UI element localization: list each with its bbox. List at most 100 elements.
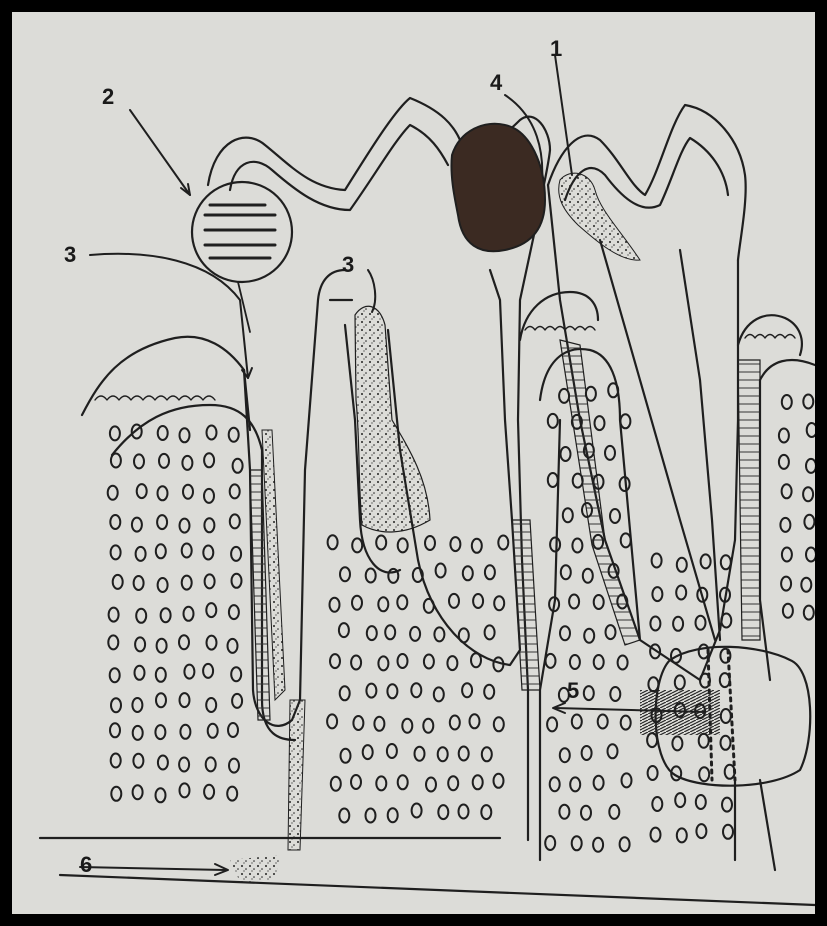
- bone-oval: [721, 709, 731, 723]
- bone-oval: [584, 686, 594, 700]
- bone-oval: [696, 824, 706, 838]
- bone-oval: [132, 698, 142, 712]
- bone-oval: [328, 535, 338, 549]
- label-5: 5: [567, 678, 579, 704]
- bone-oval: [136, 609, 146, 623]
- bone-oval: [111, 454, 121, 468]
- bone-oval: [330, 654, 340, 668]
- bone-oval: [157, 515, 167, 529]
- diagram-frame: 1 2 3 3 4 5 6: [12, 12, 815, 914]
- bone-oval: [180, 428, 190, 442]
- bone-oval: [806, 548, 815, 562]
- label-6: 6: [80, 852, 92, 878]
- bone-oval: [204, 453, 214, 467]
- apical-tract: [288, 700, 305, 850]
- bone-oval: [609, 805, 619, 819]
- bone-oval: [473, 594, 483, 608]
- bone-oval: [156, 788, 166, 802]
- bone-oval: [157, 639, 167, 653]
- molar-crown-inner: [230, 125, 448, 210]
- bone-oval: [438, 805, 448, 819]
- bone-oval: [136, 547, 146, 561]
- bone-oval: [229, 605, 239, 619]
- bone-oval: [781, 577, 791, 591]
- fistula-opening: [230, 855, 280, 882]
- bone-oval: [182, 544, 192, 558]
- bone-oval: [339, 809, 349, 823]
- bone-oval: [459, 747, 469, 761]
- bone-oval: [134, 454, 144, 468]
- bone-oval: [340, 567, 350, 581]
- bone-oval: [570, 655, 580, 669]
- bone-oval: [424, 655, 434, 669]
- bone-oval: [183, 485, 193, 499]
- bone-oval: [111, 545, 121, 559]
- bone-oval: [434, 627, 444, 641]
- bone-oval: [620, 837, 630, 851]
- bone-oval: [204, 785, 214, 799]
- label-1: 1: [550, 36, 562, 62]
- bone-oval: [584, 629, 594, 643]
- bone-oval: [481, 805, 491, 819]
- bone-oval: [648, 766, 658, 780]
- bone-oval: [472, 539, 482, 553]
- bone-oval: [108, 635, 118, 649]
- bone-oval: [650, 617, 660, 631]
- bone-oval: [494, 774, 504, 788]
- bone-oval: [563, 508, 573, 522]
- bone-oval: [207, 636, 217, 650]
- bone-oval: [459, 805, 469, 819]
- bone-oval: [110, 723, 120, 737]
- magnified-tubules-circle: [192, 182, 292, 282]
- bone-oval: [158, 578, 168, 592]
- bone-oval: [722, 798, 732, 812]
- bone-oval: [179, 635, 189, 649]
- bone-oval: [228, 723, 238, 737]
- bone-oval: [677, 558, 687, 572]
- bone-oval: [807, 423, 815, 437]
- bone-oval: [582, 746, 592, 760]
- bone-oval: [341, 749, 351, 763]
- bone-oval: [782, 484, 792, 498]
- bone-oval: [327, 714, 337, 728]
- bone-oval: [207, 426, 217, 440]
- bone-oval: [208, 724, 218, 738]
- bone-oval: [621, 533, 631, 547]
- bone-oval: [782, 548, 792, 562]
- bone-oval: [203, 664, 213, 678]
- bone-oval: [573, 474, 583, 488]
- bone-oval: [672, 736, 682, 750]
- bone-oval: [572, 836, 582, 850]
- bone-oval: [608, 744, 618, 758]
- bone-oval: [155, 725, 165, 739]
- bone-oval: [203, 546, 213, 560]
- bone-oval: [701, 554, 711, 568]
- bone-oval: [206, 603, 216, 617]
- caries-lesion-1: [559, 173, 640, 260]
- bone-oval: [782, 395, 792, 409]
- bone-oval: [494, 717, 504, 731]
- bone-oval: [696, 616, 706, 630]
- bone-oval: [398, 538, 408, 552]
- bone-oval: [548, 473, 558, 487]
- bone-oval: [180, 725, 190, 739]
- bone-oval: [367, 626, 377, 640]
- bone-oval: [675, 675, 685, 689]
- bone-oval: [581, 806, 591, 820]
- bone-oval: [182, 576, 192, 590]
- bone-oval: [339, 623, 349, 637]
- bone-oval: [675, 793, 685, 807]
- pulp-inflammation: [355, 306, 430, 532]
- bone-oval: [204, 518, 214, 532]
- bone-oval: [673, 617, 683, 631]
- bone-oval: [159, 454, 169, 468]
- label-3-left: 3: [64, 242, 76, 268]
- bone-oval: [206, 698, 216, 712]
- bone-oval: [560, 748, 570, 762]
- bone-oval: [426, 778, 436, 792]
- bone-oval: [559, 389, 569, 403]
- bone-oval: [108, 486, 118, 500]
- bone-oval: [385, 625, 395, 639]
- bone-oval: [135, 637, 145, 651]
- bone-oval: [204, 489, 214, 503]
